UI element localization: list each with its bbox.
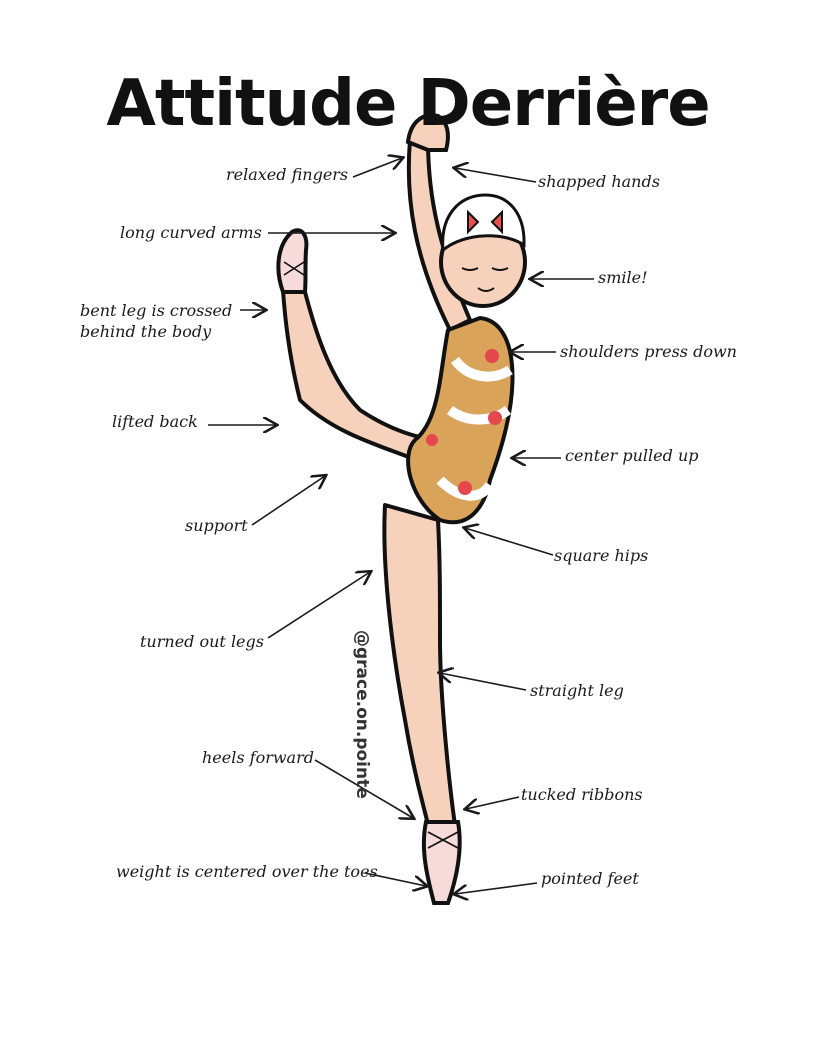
label-turned-out-legs: turned out legs	[140, 632, 264, 651]
hair-cap	[441, 193, 526, 253]
pointer-arrows	[208, 158, 594, 894]
bow-icon	[467, 209, 503, 235]
hand	[405, 113, 450, 152]
label-pointed-feet: pointed feet	[541, 869, 639, 888]
label-long-curved-arms: long curved arms	[120, 223, 262, 242]
label-smile: smile!	[598, 268, 648, 287]
standing-leg	[382, 503, 457, 827]
label-heels-forward: heels forward	[202, 748, 314, 767]
label-support: support	[185, 516, 248, 535]
raised-pointe-shoe	[276, 228, 309, 294]
page-title: Attitude Derrière	[106, 67, 710, 141]
label-lifted-back: lifted back	[112, 412, 198, 431]
label-tucked-ribbons: tucked ribbons	[521, 785, 643, 804]
label-shapped-hands: shapped hands	[538, 172, 660, 191]
label-bent-leg: bent leg is crossed behind the body	[80, 301, 233, 341]
label-center-pulled-up: center pulled up	[565, 446, 699, 465]
label-relaxed-fingers: relaxed fingers	[226, 165, 349, 184]
standing-pointe-shoe	[421, 820, 462, 905]
credit-handle: @grace.on.pointe	[352, 630, 372, 799]
label-shoulders-press-down: shoulders press down	[560, 342, 737, 361]
label-square-hips: square hips	[554, 546, 649, 565]
label-weight-centered: weight is centered over the toes	[116, 862, 378, 881]
label-straight-leg: straight leg	[530, 681, 624, 700]
